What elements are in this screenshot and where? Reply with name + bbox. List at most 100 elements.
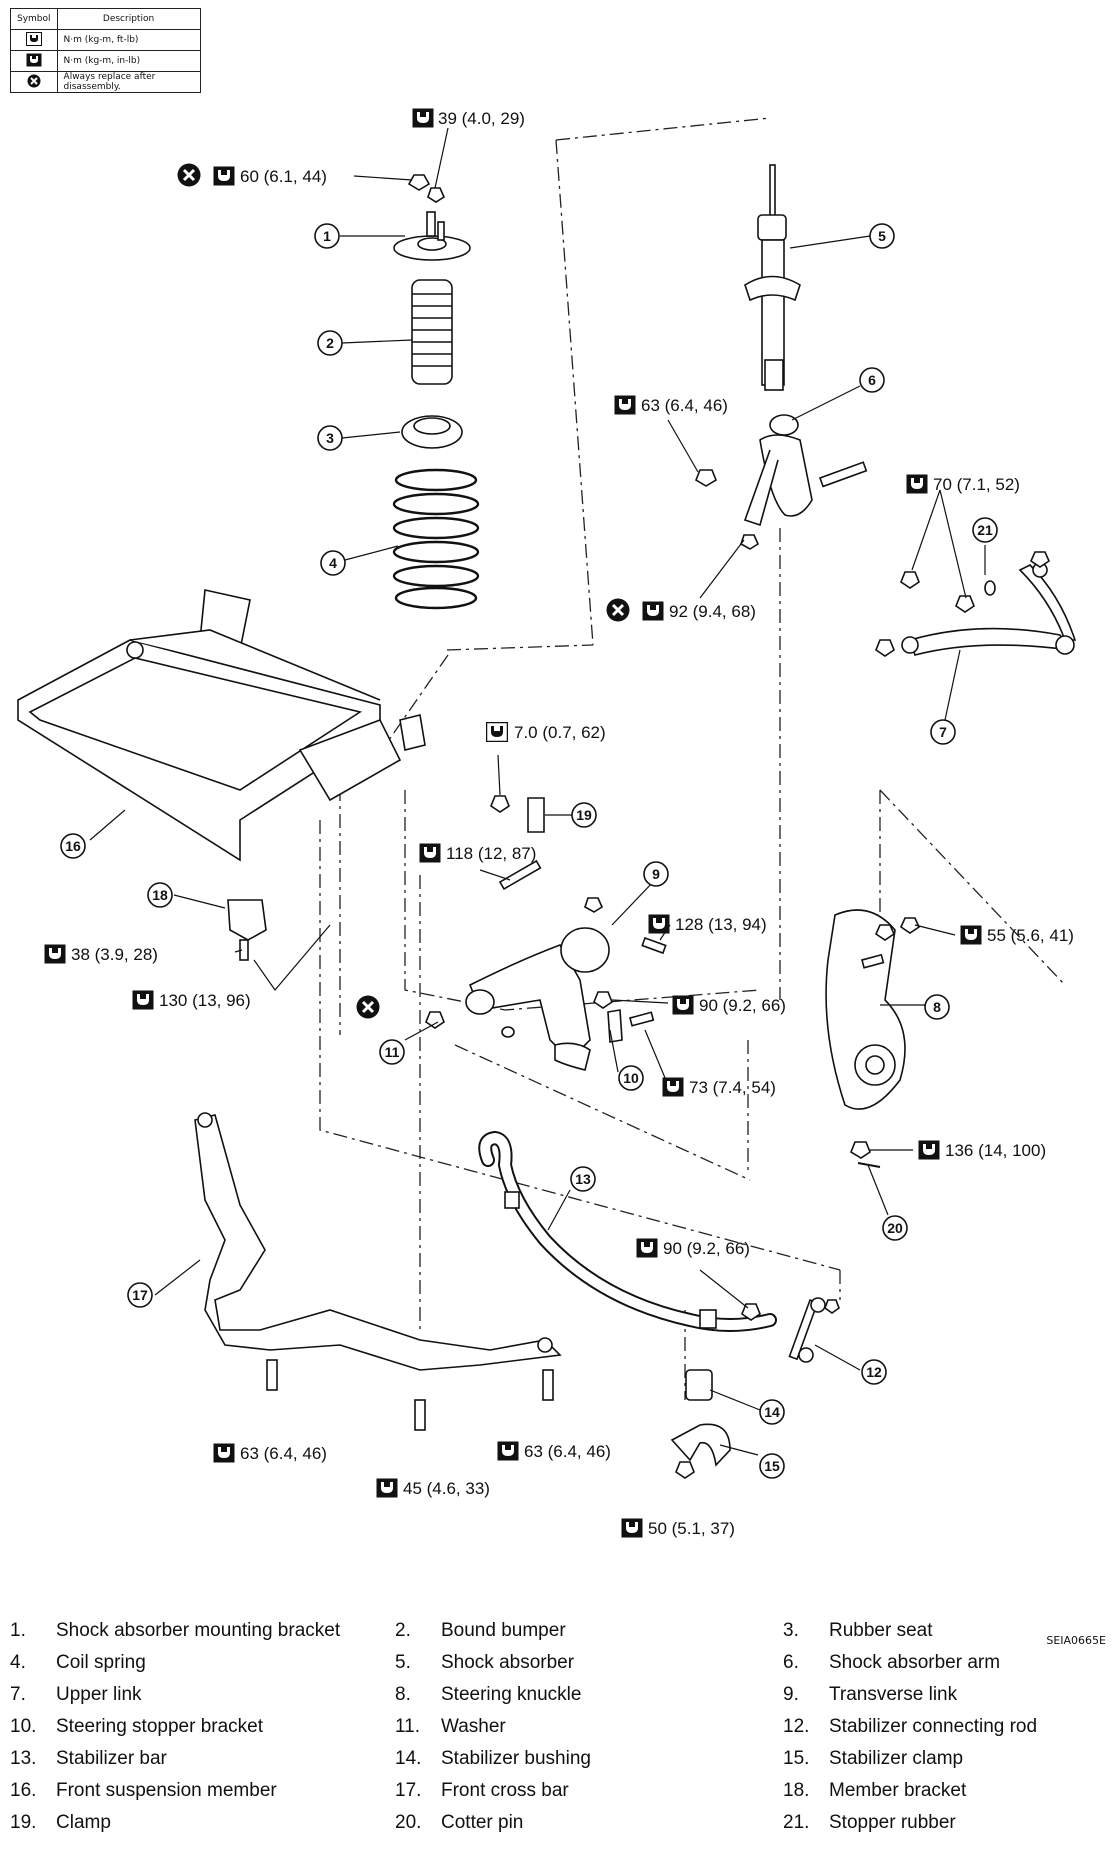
torque-value: 90 (9.2, 66) bbox=[663, 1239, 750, 1258]
torque-value: 128 (13, 94) bbox=[675, 915, 767, 934]
torque-value: 39 (4.0, 29) bbox=[438, 109, 525, 128]
callout-21: 21 bbox=[972, 517, 998, 543]
torque-value: 50 (5.1, 37) bbox=[648, 1519, 735, 1538]
torque-value: 60 (6.1, 44) bbox=[240, 167, 327, 186]
legend-row: Always replace after disassembly. bbox=[10, 71, 201, 93]
callout-13: 13 bbox=[570, 1166, 596, 1192]
torque-wrench-icon bbox=[642, 601, 664, 621]
torque-label: 90 (9.2, 66) bbox=[636, 1238, 750, 1258]
part-upper-link bbox=[875, 551, 1077, 657]
torque-value: 7.0 (0.7, 62) bbox=[514, 723, 606, 742]
callout-16: 16 bbox=[60, 833, 86, 859]
svg-text:16: 16 bbox=[65, 838, 81, 854]
svg-text:21: 21 bbox=[977, 522, 993, 538]
torque-value: 73 (7.4, 54) bbox=[689, 1078, 776, 1097]
torque-wrench-icon bbox=[213, 166, 235, 186]
svg-text:19: 19 bbox=[576, 807, 592, 823]
torque-label: 39 (4.0, 29) bbox=[412, 108, 525, 128]
torque-value: 70 (7.1, 52) bbox=[933, 475, 1020, 494]
replace-x-icon bbox=[356, 995, 380, 1019]
part-shock-absorber-arm bbox=[695, 414, 868, 550]
torque-label: 92 (9.4, 68) bbox=[606, 598, 756, 622]
svg-text:10: 10 bbox=[623, 1070, 639, 1086]
svg-text:9: 9 bbox=[652, 866, 660, 882]
torque-label: 50 (5.1, 37) bbox=[621, 1518, 735, 1538]
svg-text:5: 5 bbox=[878, 228, 886, 244]
svg-text:1: 1 bbox=[323, 228, 331, 244]
part-transverse-link bbox=[425, 859, 667, 1071]
part-rubber-seat bbox=[401, 415, 463, 449]
svg-text:12: 12 bbox=[866, 1364, 882, 1380]
torque-label: 73 (7.4, 54) bbox=[662, 1077, 776, 1097]
svg-text:3: 3 bbox=[326, 430, 334, 446]
callout-18: 18 bbox=[147, 882, 173, 908]
svg-text:14: 14 bbox=[764, 1404, 780, 1420]
callout-6: 6 bbox=[859, 367, 885, 393]
callout-2: 2 bbox=[317, 330, 343, 356]
replace-x-icon bbox=[177, 163, 201, 187]
torque-wrench-inlb-icon bbox=[486, 722, 508, 742]
torque-value: 55 (5.6, 41) bbox=[987, 926, 1074, 945]
torque-label: 63 (6.4, 46) bbox=[213, 1443, 327, 1463]
leader-lines bbox=[89, 235, 986, 1456]
torque-wrench-icon bbox=[918, 1140, 940, 1160]
part-bound-bumper bbox=[411, 279, 453, 385]
svg-text:13: 13 bbox=[575, 1171, 591, 1187]
torque-wrench-icon bbox=[419, 843, 441, 863]
torque-wrench-icon bbox=[412, 108, 434, 128]
torque-value: 45 (4.6, 33) bbox=[403, 1479, 490, 1498]
torque-wrench-icon bbox=[662, 1077, 684, 1097]
torque-wrench-icon bbox=[44, 944, 66, 964]
torque-wrench-icon bbox=[636, 1238, 658, 1258]
legend-row: N·m (kg-m, in-lb) bbox=[10, 50, 201, 72]
part-stabilizer-bar bbox=[478, 1130, 777, 1332]
callout-20: 20 bbox=[882, 1215, 908, 1241]
svg-text:17: 17 bbox=[132, 1287, 148, 1303]
callout-5: 5 bbox=[869, 223, 895, 249]
callout-15: 15 bbox=[759, 1453, 785, 1479]
torque-wrench-icon bbox=[648, 914, 670, 934]
callout-12: 12 bbox=[861, 1359, 887, 1385]
torque-label: 118 (12, 87) bbox=[419, 843, 536, 863]
svg-text:11: 11 bbox=[385, 1044, 400, 1060]
torque-wrench-icon bbox=[497, 1441, 519, 1461]
replace-x-icon bbox=[10, 71, 58, 93]
part-front-cross-bar bbox=[194, 1112, 562, 1431]
part-front-suspension-member bbox=[17, 589, 426, 862]
part-stabilizer-bushing bbox=[685, 1369, 713, 1401]
torque-wrench-icon bbox=[614, 395, 636, 415]
legend-description: Always replace after disassembly. bbox=[56, 71, 201, 93]
suspension-exploded-diagram: 39 (4.0, 29) 60 (6.1, 44) 63 (6.4, 46) 7… bbox=[17, 108, 1077, 1538]
torque-wrench-icon bbox=[376, 1478, 398, 1498]
symbol-legend-table: Symbol Description N·m (kg-m, ft-lb) N·m… bbox=[10, 8, 201, 93]
svg-text:20: 20 bbox=[887, 1220, 903, 1236]
part-shock-absorber bbox=[744, 164, 801, 391]
torque-label: 63 (6.4, 46) bbox=[614, 395, 728, 415]
torque-label: 7.0 (0.7, 62) bbox=[486, 722, 606, 742]
svg-text:6: 6 bbox=[868, 372, 876, 388]
torque-leaders bbox=[234, 127, 967, 1309]
callout-10: 10 bbox=[618, 1065, 644, 1091]
torque-value: 92 (9.4, 68) bbox=[669, 602, 756, 621]
torque-wrench-icon bbox=[10, 29, 58, 51]
callout-4: 4 bbox=[320, 550, 346, 576]
legend-row: N·m (kg-m, ft-lb) bbox=[10, 29, 201, 51]
torque-wrench-icon bbox=[906, 474, 928, 494]
torque-value: 130 (13, 96) bbox=[159, 991, 251, 1010]
part-stabilizer-connecting-rod bbox=[741, 1297, 840, 1363]
part-coil-spring bbox=[392, 468, 480, 610]
svg-text:8: 8 bbox=[933, 999, 941, 1015]
callout-numbers: 1 2 3 4 5 6 7 8 9 10 11 12 13 14 15 16 1… bbox=[60, 223, 998, 1479]
part-stabilizer-clamp bbox=[670, 1423, 731, 1479]
callout-1: 1 bbox=[314, 223, 340, 249]
torque-label: 130 (13, 96) bbox=[132, 990, 251, 1010]
torque-label: 63 (6.4, 46) bbox=[497, 1441, 611, 1461]
callout-9: 9 bbox=[643, 861, 669, 887]
torque-label: 90 (9.2, 66) bbox=[672, 995, 786, 1015]
part-steering-stopper-bracket bbox=[607, 1009, 655, 1043]
torque-wrench-icon bbox=[132, 990, 154, 1010]
callout-14: 14 bbox=[759, 1399, 785, 1425]
torque-label: 55 (5.6, 41) bbox=[960, 925, 1074, 945]
torque-wrench-icon bbox=[621, 1518, 643, 1538]
svg-text:7: 7 bbox=[939, 724, 947, 740]
